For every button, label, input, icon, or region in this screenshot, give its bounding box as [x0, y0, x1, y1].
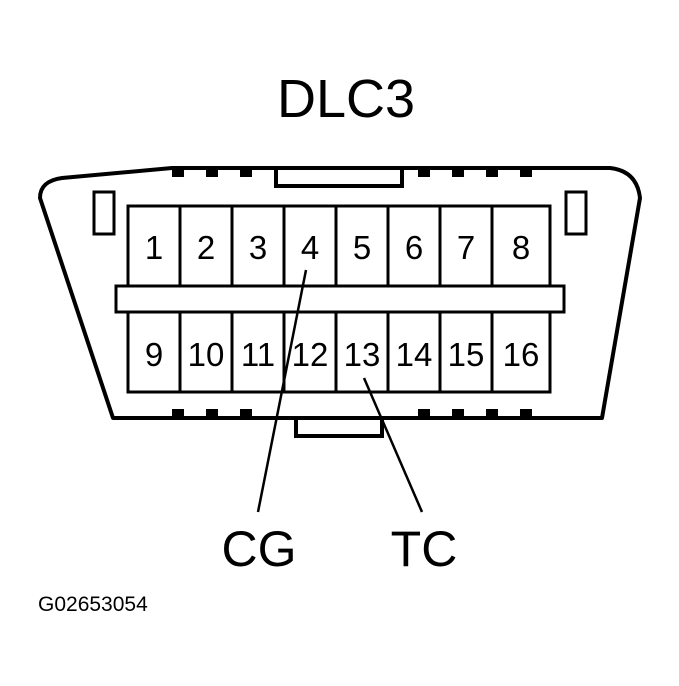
- tc-label: TC: [391, 521, 458, 577]
- figure-id: G02653054: [38, 593, 148, 616]
- top-latch: [274, 168, 404, 188]
- pin-number: 15: [448, 336, 485, 373]
- top-notches: [172, 168, 532, 177]
- bottom-notches: [172, 409, 532, 418]
- pin-number: 2: [197, 229, 215, 266]
- pin-number: 3: [249, 229, 267, 266]
- pin-number: 12: [292, 336, 329, 373]
- pin-number: 1: [145, 229, 163, 266]
- pin-number: 11: [241, 336, 275, 373]
- pin-number: 13: [344, 336, 381, 373]
- tc-leader-line: [362, 377, 424, 513]
- bottom-pin-numbers: 9 10 11 12 13 14 15 16: [145, 336, 540, 373]
- top-pin-numbers: 1 2 3 4 5 6 7 8: [145, 229, 530, 266]
- pin-number: 7: [457, 229, 475, 266]
- diagram-title: DLC3: [277, 69, 415, 129]
- pin-number: 4: [301, 229, 319, 266]
- left-guide-slot: [92, 190, 116, 236]
- cg-label: CG: [222, 521, 297, 577]
- pin-number: 6: [405, 229, 423, 266]
- bottom-latch: [294, 418, 384, 438]
- pin-number: 16: [503, 336, 540, 373]
- cg-leader-line: [256, 269, 308, 513]
- center-divider-bar: [114, 284, 566, 314]
- pin-number: 5: [353, 229, 371, 266]
- connector-housing: [38, 166, 642, 420]
- top-pin-row: [126, 204, 552, 288]
- pin-number: 8: [512, 229, 530, 266]
- pin-number: 9: [145, 336, 163, 373]
- bottom-pin-row: [126, 310, 552, 394]
- right-guide-slot: [564, 190, 588, 236]
- pin-number: 14: [396, 336, 433, 373]
- pin-number: 10: [188, 336, 225, 373]
